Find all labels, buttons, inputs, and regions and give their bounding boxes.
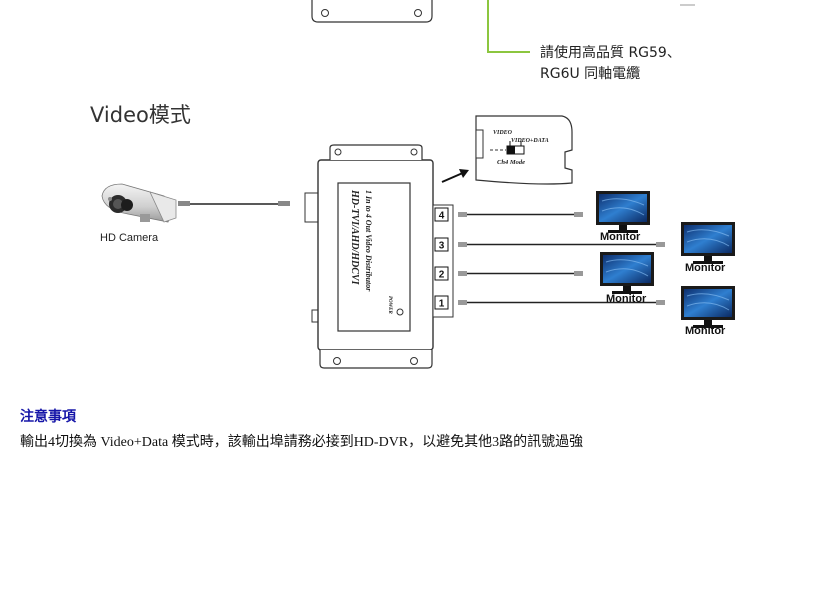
monitor-label: Monitor <box>606 293 647 305</box>
callout-line <box>487 0 530 53</box>
port-label: 2 <box>439 270 445 281</box>
power-label: POWER <box>387 296 392 314</box>
camera-label: HD Camera <box>100 232 159 244</box>
section-title: Video模式 <box>90 103 191 127</box>
upper-device-stub <box>311 0 433 23</box>
port-label: 1 <box>439 299 445 310</box>
switch-label-mode: Ch4 Mode <box>497 159 525 166</box>
device-model: HD-TVI/AHD/HDCVI <box>349 189 360 286</box>
monitor-icon <box>599 251 655 295</box>
monitor-icon <box>680 285 736 329</box>
monitor-icon <box>680 221 736 265</box>
cable-recommendation: 請使用高品質 RG59、 RG6U 同軸電纜 <box>540 43 681 85</box>
camera-cable <box>178 201 290 206</box>
arrow-icon <box>441 169 469 183</box>
notes-title: 注意事項 <box>20 409 76 425</box>
cable-note-line: RG6U 同軸電纜 <box>540 66 641 82</box>
monitor-label: Monitor <box>685 262 726 274</box>
notes-body: 輸出4切換為 Video+Data 模式時，該輸出埠請務必接到HD-DVR，以避… <box>20 435 584 450</box>
output-ports: 4 3 2 1 <box>434 207 449 310</box>
distributor-device <box>304 144 454 369</box>
monitor-icon <box>595 190 651 234</box>
port-label: 4 <box>439 211 445 222</box>
monitor-label: Monitor <box>685 325 726 337</box>
camera-icon <box>101 183 177 223</box>
switch-label-video: VIDEO <box>493 130 513 136</box>
output-cables <box>458 212 665 305</box>
device-subtitle: 1 In to 4 Out Video Distributor <box>364 190 373 292</box>
cable-note-line: 請使用高品質 RG59、 <box>540 45 681 61</box>
mode-switch-inset: VIDEO VIDEO+DATA Ch4 Mode <box>475 115 573 185</box>
port-label: 3 <box>439 241 445 252</box>
switch-label-video-data: VIDEO+DATA <box>511 138 549 144</box>
monitor-label: Monitor <box>600 231 641 243</box>
